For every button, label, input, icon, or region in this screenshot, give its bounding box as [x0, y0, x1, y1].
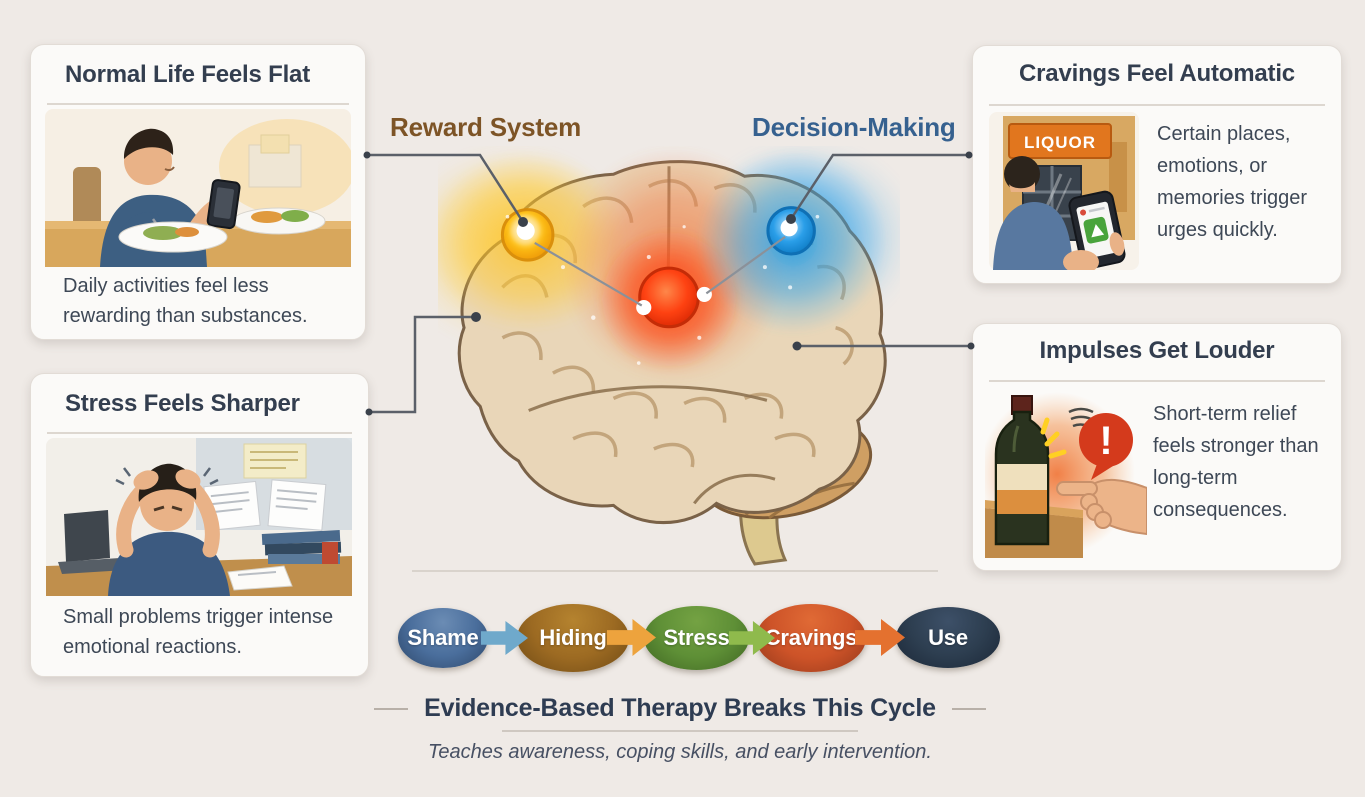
chair-back — [73, 167, 101, 229]
card-normal-life-feels-flat: Normal Life Feels Flat — [30, 44, 366, 340]
title-divider — [989, 104, 1325, 106]
stage-label: Shame — [407, 625, 479, 650]
far-plate — [232, 207, 326, 235]
decision-region — [697, 149, 890, 335]
reward-glow-halo — [438, 146, 629, 348]
connector-dots — [363, 151, 975, 416]
brain-illustration — [438, 146, 900, 566]
cycle-arrow-icon — [855, 619, 905, 656]
stress-marks — [115, 467, 219, 486]
stressed-man-at-desk-illustration — [46, 438, 352, 596]
dash-left — [374, 707, 409, 710]
hand-left — [133, 470, 159, 490]
card-title: Cravings Feel Automatic — [1019, 60, 1295, 87]
footer-underline — [502, 730, 858, 732]
cerebrum — [457, 160, 887, 524]
stage-label: Hiding — [539, 625, 607, 650]
stage-label: Use — [928, 624, 968, 650]
reaching-hand — [1056, 478, 1147, 536]
footer-subtitle: Teaches awareness, coping skills, and ea… — [428, 741, 932, 763]
bottle-label — [997, 464, 1047, 490]
cycle-stage-shame: Shame — [398, 608, 488, 668]
title-divider — [989, 380, 1325, 382]
card-body-text: Certain places, emotions, or memories tr… — [1157, 123, 1308, 241]
decision-making-label: Decision-Making — [752, 112, 956, 142]
connector-normal-to-reward — [367, 153, 525, 223]
card-title: Impulses Get Louder — [1039, 337, 1275, 364]
wall-paper-1 — [203, 480, 261, 532]
card-body-text: Small problems trigger intense emotional… — [63, 606, 334, 658]
glow-links — [534, 235, 786, 307]
footer-message: Evidence-Based Therapy Breaks This Cycle… — [340, 694, 1020, 764]
phone-icon — [206, 179, 241, 230]
card-body-text: Short-term relief feels stronger than lo… — [1153, 403, 1319, 521]
stage-label: Cravings — [764, 625, 858, 650]
man-eating-with-phone-illustration — [45, 109, 351, 267]
liquor-store-phone-illustration: LIQUOR — [989, 112, 1139, 270]
card-stress-feels-sharper: Stress Feels Sharper — [30, 373, 369, 677]
hand — [1063, 250, 1099, 270]
dash-right — [951, 707, 986, 710]
stage-label: Stress — [663, 625, 730, 650]
brainstem — [739, 477, 788, 566]
phone-in-hand — [1068, 190, 1126, 270]
stress-core-region — [596, 226, 742, 373]
footer-title: Evidence-Based Therapy Breaks This Cycle — [424, 694, 936, 722]
book-stack — [261, 529, 342, 564]
card-title: Stress Feels Sharper — [65, 390, 300, 417]
sparkles — [505, 214, 820, 365]
title-divider — [47, 103, 349, 105]
connector-stress-to-brain — [369, 315, 476, 414]
reward-system-label: Reward System — [390, 112, 582, 142]
bottle-hand-warning-illustration: ! — [985, 392, 1147, 558]
brain-folds — [501, 179, 854, 468]
wall-paper-2 — [267, 479, 327, 531]
sticky-note — [243, 443, 307, 479]
card-cravings-feel-automatic: Cravings Feel Automatic LIQUOR — [972, 45, 1342, 284]
man-head-back — [1004, 156, 1040, 192]
card-body-text: Daily activities feel less rewarding tha… — [63, 275, 308, 327]
bottle-band — [997, 490, 1047, 514]
reward-region — [438, 151, 629, 333]
reward-glow-core — [500, 208, 555, 262]
bottle-icon — [994, 395, 1050, 546]
liquor-sign-text: LIQUOR — [1024, 133, 1096, 152]
connector-decision-to-cravings — [789, 153, 969, 220]
title-divider — [47, 432, 352, 434]
cerebellum — [698, 414, 873, 520]
card-title: Normal Life Feels Flat — [65, 61, 310, 88]
card-impulses-get-louder: Impulses Get Louder — [972, 323, 1342, 571]
man-hair — [123, 128, 174, 159]
stress-glow-core — [636, 266, 712, 329]
cycle-stage-use: Use — [896, 607, 1000, 668]
spark-icon — [1040, 417, 1067, 459]
decision-glow-halo — [694, 146, 900, 333]
liquor-sign: LIQUOR — [1008, 123, 1112, 159]
man-shoulders — [993, 202, 1073, 270]
cycle-stage-stress: Stress — [644, 606, 749, 670]
man-torso — [108, 531, 230, 596]
stress-region — [560, 146, 788, 385]
exclamation-glyph: ! — [1099, 419, 1112, 463]
laptop-icon — [64, 510, 110, 562]
hand-right — [175, 469, 201, 489]
alert-bubble-icon: ! — [1079, 413, 1133, 480]
decision-glow-core — [766, 206, 816, 256]
brain-fissures — [528, 166, 776, 505]
